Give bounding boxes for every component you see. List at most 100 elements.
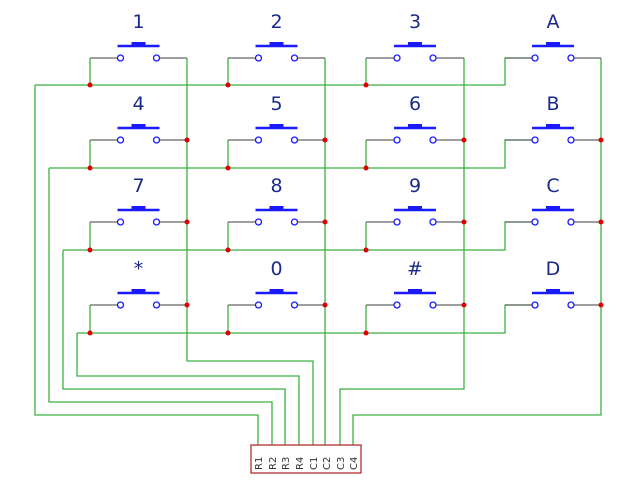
switch-button: [269, 124, 284, 129]
key-label-C: C: [546, 175, 559, 197]
switch-contact: [152, 301, 161, 309]
connector-pin-R4: R4: [295, 457, 306, 470]
switch-button: [131, 289, 146, 294]
junction-dot: [322, 219, 328, 225]
col-wire-3: [339, 58, 465, 445]
junction-dot: [225, 247, 231, 253]
junction-dot: [363, 165, 369, 171]
switch-button: [131, 206, 146, 211]
switch-contact: [254, 136, 263, 144]
switch-button: [408, 42, 422, 47]
row-wire-4: [77, 304, 536, 334]
junction-dot: [225, 165, 231, 171]
switch-contact: [393, 54, 401, 62]
connector-pin-C2: C2: [322, 457, 333, 470]
switch-contact: [393, 218, 401, 226]
switch-button: [269, 42, 284, 47]
switch-contact: [429, 218, 437, 226]
switch-contact: [152, 54, 161, 62]
junction-dot: [598, 219, 604, 225]
switch-contact: [429, 301, 437, 309]
key-label-#: #: [407, 258, 423, 280]
key-label-*: *: [134, 258, 144, 280]
switch-contact: [393, 136, 401, 144]
connector-pin-C4: C4: [349, 457, 360, 470]
switch-button: [546, 42, 560, 47]
switch-contact: [116, 218, 125, 226]
junction-dot: [598, 302, 604, 308]
connector-pin-R2: R2: [268, 457, 279, 470]
row-wire-3: [63, 221, 536, 251]
switch-button: [546, 124, 560, 129]
switch-button: [269, 289, 284, 294]
row-bus-3: [62, 250, 286, 445]
key-label-D: D: [546, 258, 561, 280]
junction-dot: [184, 137, 190, 143]
switch-button: [131, 124, 146, 129]
connector-pin-C3: C3: [336, 457, 347, 470]
switch-contact: [429, 136, 437, 144]
switch-contact: [116, 301, 125, 309]
switch-contact: [290, 218, 299, 226]
connector: [250, 444, 362, 474]
junction-dot: [87, 165, 93, 171]
key-label-7: 7: [132, 175, 144, 197]
switch-contact: [116, 54, 125, 62]
key-label-8: 8: [270, 175, 282, 197]
junction-dot: [461, 219, 467, 225]
key-label-B: B: [546, 93, 559, 115]
switch-button: [269, 206, 284, 211]
junction-dot: [461, 137, 467, 143]
key-label-1: 1: [132, 11, 144, 33]
switch-contact: [290, 136, 299, 144]
switch-contact: [567, 136, 575, 144]
switch-button: [408, 124, 422, 129]
switch-contact: [567, 54, 575, 62]
switch-button: [408, 289, 422, 294]
switch-contact: [254, 54, 263, 62]
junction-dot: [87, 330, 93, 336]
junction-dot: [87, 82, 93, 88]
connector-pin-R1: R1: [254, 457, 265, 470]
switch-contact: [290, 54, 299, 62]
switch-contact: [152, 218, 161, 226]
switch-contact: [290, 301, 299, 309]
connector-pin-C1: C1: [309, 457, 320, 470]
switch-contact: [567, 301, 575, 309]
row-wire-2: [49, 139, 536, 169]
junction-dot: [225, 82, 231, 88]
switch-contact: [254, 301, 263, 309]
key-label-0: 0: [270, 258, 282, 280]
connector-pin-R3: R3: [281, 457, 292, 470]
junction-dot: [322, 137, 328, 143]
key-label-3: 3: [409, 11, 421, 33]
key-label-2: 2: [270, 11, 282, 33]
switch-contact: [531, 54, 539, 62]
switch-contact: [531, 136, 539, 144]
junction-dot: [225, 330, 231, 336]
key-label-5: 5: [270, 93, 282, 115]
key-label-9: 9: [409, 175, 421, 197]
switch-contact: [116, 136, 125, 144]
switch-contact: [531, 218, 539, 226]
junction-dot: [87, 247, 93, 253]
junction-dot: [363, 247, 369, 253]
row-bus-2: [48, 168, 273, 445]
switch-contact: [567, 218, 575, 226]
row-bus-4: [76, 333, 300, 445]
junction-dot: [598, 137, 604, 143]
switch-contact: [429, 54, 437, 62]
col-wire-4: [352, 58, 602, 445]
row-wire-1: [35, 57, 536, 86]
switch-contact: [393, 301, 401, 309]
junction-dot: [184, 302, 190, 308]
switch-contact: [254, 218, 263, 226]
junction-dot: [322, 302, 328, 308]
key-label-4: 4: [132, 93, 144, 115]
switch-button: [546, 289, 560, 294]
key-label-6: 6: [409, 93, 421, 115]
switch-button: [546, 206, 560, 211]
switch-contact: [152, 136, 161, 144]
junction-dot: [363, 82, 369, 88]
